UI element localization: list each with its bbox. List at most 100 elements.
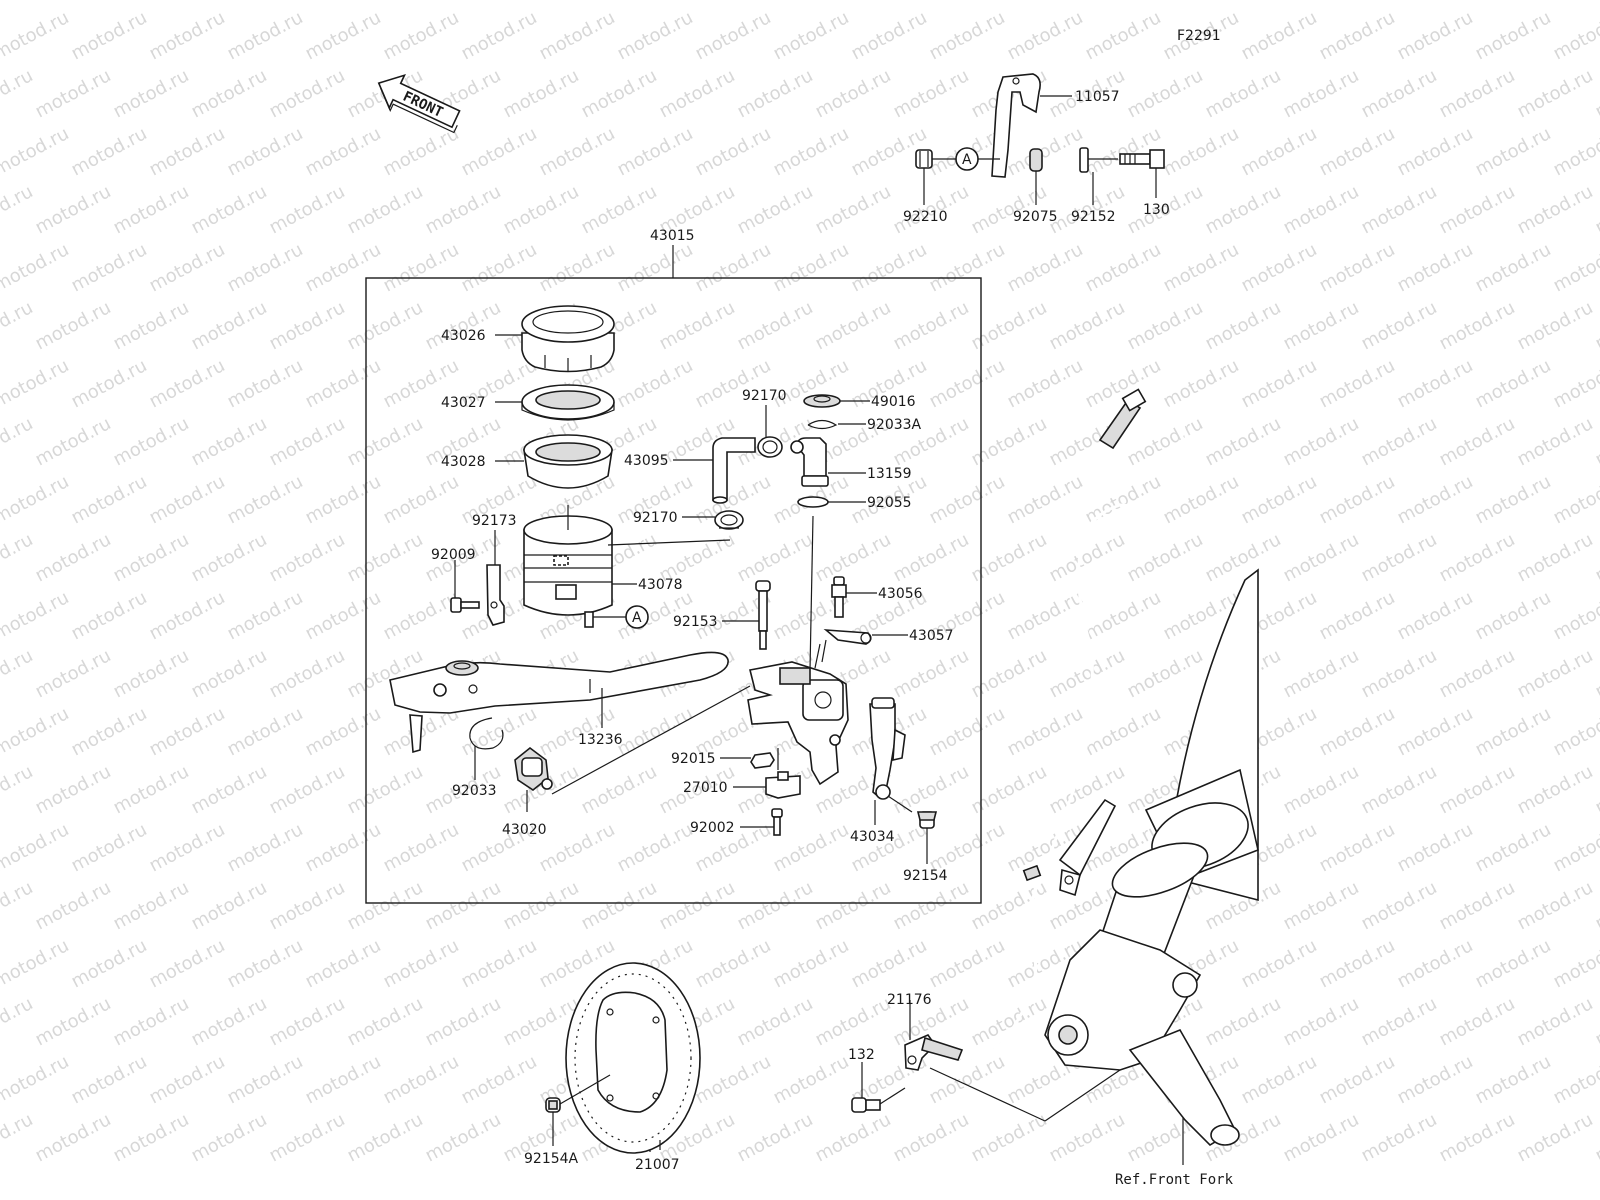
watermark-text: motod.ru (1316, 935, 1399, 992)
watermark-text: motod.ru (1472, 7, 1555, 64)
sensor-cable (959, 388, 1189, 1063)
watermark-text: motod.ru (1592, 529, 1600, 586)
watermark-text: motod.ru (926, 355, 1009, 412)
watermark-text: motod.ru (1394, 587, 1477, 644)
watermark-text: motod.ru (224, 123, 307, 180)
callout-a-top-letter: A (962, 152, 972, 168)
watermark-text: motod.ru (0, 7, 73, 64)
watermark-text: motod.ru (422, 1109, 505, 1166)
watermark-text: motod.ru (1514, 413, 1597, 470)
watermark-text: motod.ru (1004, 123, 1087, 180)
watermark-text: motod.ru (734, 297, 817, 354)
watermark-text: motod.ru (692, 7, 775, 64)
watermark-text: motod.ru (380, 819, 463, 876)
watermark-text: motod.ru (1358, 413, 1441, 470)
watermark-text: motod.ru (1358, 993, 1441, 1050)
watermark-text: motod.ru (146, 1051, 229, 1108)
watermark-text: motod.ru (926, 471, 1009, 528)
watermark-text: motod.ru (266, 993, 349, 1050)
part-21176: 21176 (887, 992, 932, 1008)
watermark-text: motod.ru (1238, 471, 1321, 528)
watermark-text: motod.ru (68, 703, 151, 760)
watermark-text: motod.ru (734, 1109, 817, 1166)
watermark-text: motod.ru (380, 123, 463, 180)
watermark-text: motod.ru (500, 65, 583, 122)
watermark-text: motod.ru (344, 181, 427, 238)
part-92170-bottom: 92170 (633, 510, 678, 526)
watermark-text: motod.ru (578, 65, 661, 122)
watermark-text: motod.ru (146, 239, 229, 296)
watermark-text: motod.ru (110, 529, 193, 586)
diaphragm-plate-43027 (521, 384, 615, 421)
part-92055: 92055 (867, 495, 912, 511)
watermark-text: motod.ru (770, 239, 853, 296)
circlip-92033A (807, 419, 838, 430)
watermark-text: motod.ru (926, 7, 1009, 64)
watermark-text: motod.ru (32, 529, 115, 586)
part-43057: 43057 (909, 628, 954, 644)
watermark-text: motod.ru (1004, 239, 1087, 296)
watermark-text: motod.ru (812, 529, 895, 586)
watermark-text: motod.ru (188, 761, 271, 818)
sensor-rotor-21007 (565, 962, 701, 1154)
watermark-text: motod.ru (1436, 529, 1519, 586)
watermark-text: motod.ru (302, 123, 385, 180)
watermark-text: motod.ru (302, 471, 385, 528)
watermark-text: motod.ru (266, 297, 349, 354)
watermark-text: motod.ru (0, 239, 73, 296)
watermark-text: motod.ru (1436, 413, 1519, 470)
watermark-text: motod.ru (344, 297, 427, 354)
watermark-text: motod.ru (614, 7, 697, 64)
part-43034: 43034 (850, 829, 895, 845)
watermark-text: motod.ru (770, 935, 853, 992)
watermark-text: motod.ru (1316, 471, 1399, 528)
part-43027: 43027 (441, 395, 486, 411)
watermark-text: motod.ru (890, 645, 973, 702)
watermark-text: motod.ru (1124, 645, 1207, 702)
watermark-text: motod.ru (1238, 935, 1321, 992)
watermark-text: motod.ru (848, 239, 931, 296)
watermark-text: motod.ru (1592, 645, 1600, 702)
watermark-text: motod.ru (188, 645, 271, 702)
watermark-text: motod.ru (0, 181, 37, 238)
watermark-text: motod.ru (110, 877, 193, 934)
watermark-text: motod.ru (1514, 65, 1597, 122)
watermark-text: motod.ru (380, 587, 463, 644)
watermark-text: motod.ru (0, 65, 37, 122)
watermark-text: motod.ru (266, 761, 349, 818)
watermark-text: motod.ru (968, 761, 1051, 818)
watermark-text: motod.ru (0, 471, 73, 528)
screw-92002 (771, 808, 783, 836)
watermark-text: motod.ru (1358, 761, 1441, 818)
watermark-text: motod.ru (1004, 355, 1087, 412)
watermark-text: motod.ru (1316, 123, 1399, 180)
watermark-text: motod.ru (1358, 645, 1441, 702)
watermark-text: motod.ru (0, 1051, 73, 1108)
part-92154: 92154 (903, 868, 948, 884)
watermark-text: motod.ru (1592, 1109, 1600, 1166)
bolt-92154 (916, 811, 938, 829)
part-21007: 21007 (635, 1157, 680, 1173)
watermark-text: motod.ru (656, 297, 739, 354)
watermark-text: motod.ru (266, 181, 349, 238)
watermark-text: motod.ru (380, 935, 463, 992)
part-43056: 43056 (878, 586, 923, 602)
watermark-text: motod.ru (614, 355, 697, 412)
watermark-text: motod.ru (302, 355, 385, 412)
watermark-text: motod.ru (1316, 7, 1399, 64)
watermark-text: motod.ru (1472, 819, 1555, 876)
watermark-text: motod.ru (0, 645, 37, 702)
watermark-text: motod.ru (890, 65, 973, 122)
watermark-text: motod.ru (734, 529, 817, 586)
watermark-text: motod.ru (68, 819, 151, 876)
part-92154A: 92154A (524, 1151, 579, 1167)
watermark-text: motod.ru (1280, 645, 1363, 702)
watermark-text: motod.ru (578, 181, 661, 238)
watermark-text: motod.ru (1082, 7, 1165, 64)
part-27010: 27010 (683, 780, 728, 796)
watermark-text: motod.ru (302, 935, 385, 992)
watermark-text: motod.ru (968, 645, 1051, 702)
watermark-text: motod.ru (890, 761, 973, 818)
watermark-text: motod.ru (536, 7, 619, 64)
watermark-text: motod.ru (614, 239, 697, 296)
